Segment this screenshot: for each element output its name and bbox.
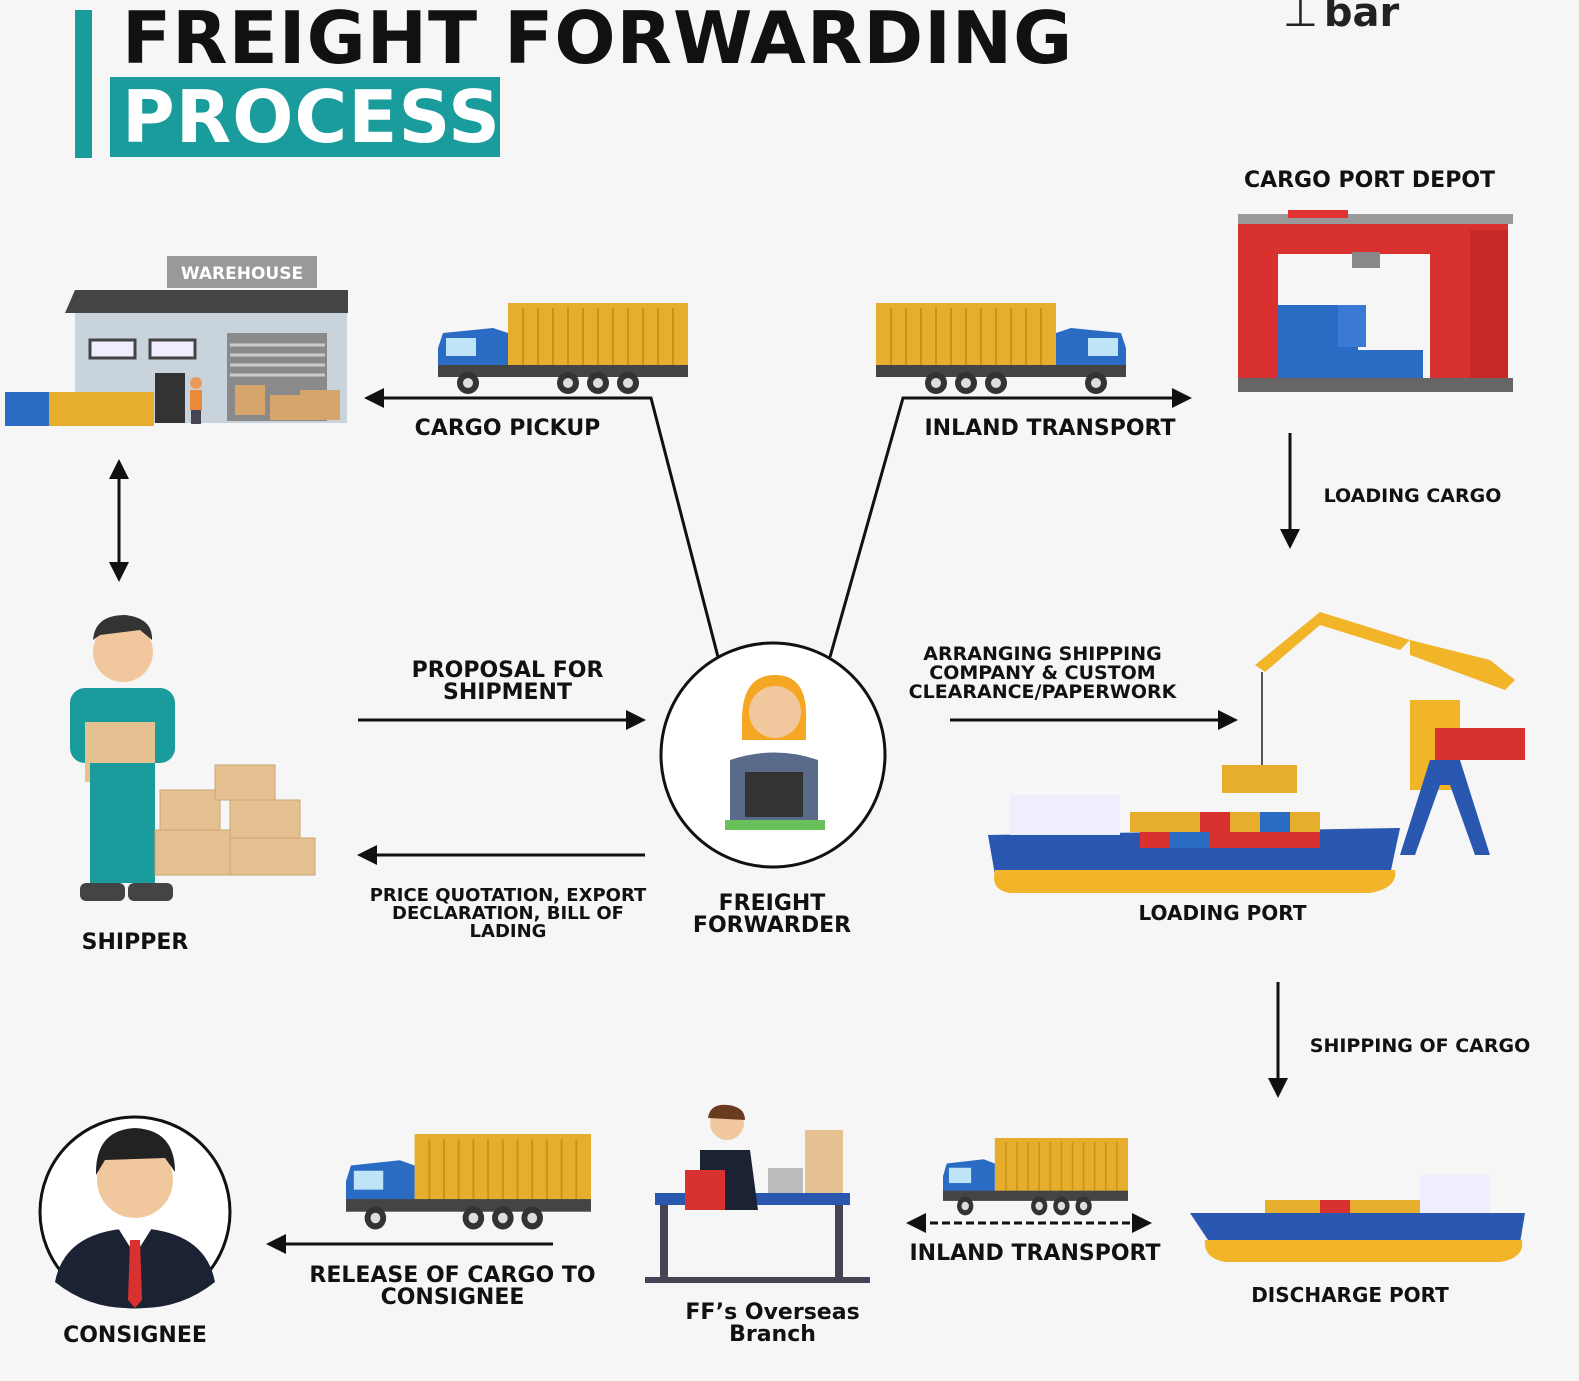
arrow-inland-transport-top	[828, 388, 1192, 658]
label-cargo-port-depot: CARGO PORT DEPOT	[1243, 168, 1496, 193]
truck-inland-top	[875, 302, 1127, 395]
label-loading-port: LOADING PORT	[1138, 901, 1307, 925]
port-depot-gantry	[1238, 210, 1513, 392]
label-arranging: ARRANGING SHIPPING COMPANY & CUSTOM CLEA…	[908, 643, 1177, 703]
label-price-quotation: PRICE QUOTATION, EXPORT DECLARATION, BIL…	[369, 885, 647, 942]
truck-release	[344, 1132, 593, 1231]
consignee-illustration	[38, 1115, 232, 1309]
truck-inland-bottom	[942, 1137, 1129, 1217]
label-proposal: PROPOSAL FOR SHIPMENT	[411, 658, 604, 705]
title-line-2: PROCESS	[110, 77, 500, 157]
label-consignee: CONSIGNEE	[63, 1323, 207, 1348]
overseas-branch-illustration	[645, 1104, 870, 1283]
label-shipper: SHIPPER	[81, 930, 189, 955]
label-cargo-pickup: CARGO PICKUP	[414, 416, 601, 441]
discharge-port-illustration	[1190, 1175, 1525, 1262]
label-overseas-branch: FF’s Overseas Branch	[685, 1300, 860, 1347]
arrow-cargo-pickup	[364, 388, 720, 658]
title-accent-bar	[75, 10, 92, 158]
truck-cargo-pickup	[437, 302, 689, 395]
label-shipping-of-cargo: SHIPPING OF CARGO	[1309, 1035, 1531, 1057]
label-freight-forwarder: FREIGHT FORWARDER	[692, 891, 852, 938]
brand-logo: ⊥bar	[1283, 0, 1400, 36]
label-loading-cargo: LOADING CARGO	[1323, 485, 1502, 507]
shipper-illustration	[70, 615, 316, 901]
title-line-1: FREIGHT FORWARDING	[122, 0, 1074, 80]
freight-forwarder-illustration	[659, 641, 887, 869]
warehouse-illustration	[5, 256, 348, 426]
label-inland-transport-top: INLAND TRANSPORT	[924, 416, 1176, 441]
label-release: RELEASE OF CARGO TO CONSIGNEE	[309, 1263, 596, 1310]
connectors	[109, 388, 1300, 1254]
label-inland-transport-bottom: INLAND TRANSPORT	[909, 1241, 1161, 1266]
loading-port-illustration	[988, 612, 1525, 893]
label-discharge-port: DISCHARGE PORT	[1251, 1283, 1449, 1307]
warehouse-sign: WAREHOUSE	[181, 264, 303, 284]
